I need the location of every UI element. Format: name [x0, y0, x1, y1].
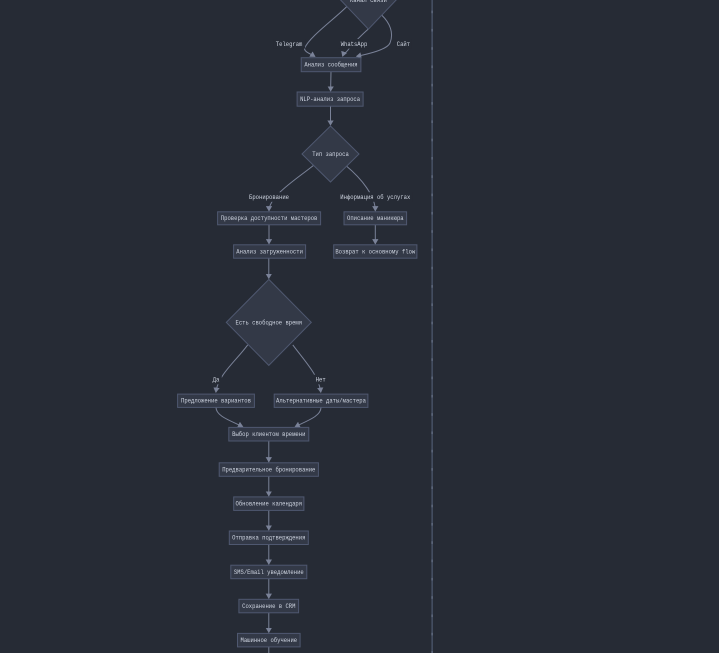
svg-text:Предложение вариантов: Предложение вариантов — [181, 398, 251, 405]
svg-text:Тип запроса: Тип запроса — [312, 151, 349, 158]
svg-text:Описание маникюра: Описание маникюра — [347, 215, 404, 222]
svg-text:Сохранение в CRM: Сохранение в CRM — [242, 603, 296, 610]
svg-text:Выбор клиентом времени: Выбор клиентом времени — [232, 431, 306, 438]
svg-text:Предварительное бронирование: Предварительное бронирование — [222, 467, 315, 474]
svg-text:Анализ сообщения: Анализ сообщения — [304, 62, 358, 69]
svg-text:Проверка доступности мастеров: Проверка доступности мастеров — [221, 215, 318, 222]
svg-text:Канал связи: Канал связи — [350, 0, 387, 4]
svg-text:Информация об услугах: Информация об услугах — [340, 194, 410, 201]
svg-text:Нет: Нет — [316, 377, 326, 384]
svg-text:NLP-анализ запроса: NLP-анализ запроса — [300, 96, 360, 103]
svg-text:Анализ загруженности: Анализ загруженности — [236, 248, 303, 255]
svg-text:Отправка подтверждения: Отправка подтверждения — [232, 535, 306, 542]
svg-text:Да: Да — [213, 377, 220, 384]
svg-text:Обновление календаря: Обновление календаря — [236, 501, 303, 508]
svg-text:WhatsApp: WhatsApp — [341, 41, 368, 48]
svg-text:Есть свободное время: Есть свободное время — [236, 319, 303, 326]
svg-text:Сайт: Сайт — [397, 41, 411, 48]
svg-text:Возврат к основному flow: Возврат к основному flow — [335, 248, 415, 255]
svg-text:Бронирование: Бронирование — [249, 194, 289, 201]
svg-text:Telegram: Telegram — [276, 41, 303, 48]
svg-text:Машинное обучение: Машинное обучение — [241, 637, 298, 644]
svg-text:Альтернативные даты/мастера: Альтернативные даты/мастера — [276, 398, 366, 405]
svg-text:SMS/Email уведомление: SMS/Email уведомление — [234, 569, 304, 576]
